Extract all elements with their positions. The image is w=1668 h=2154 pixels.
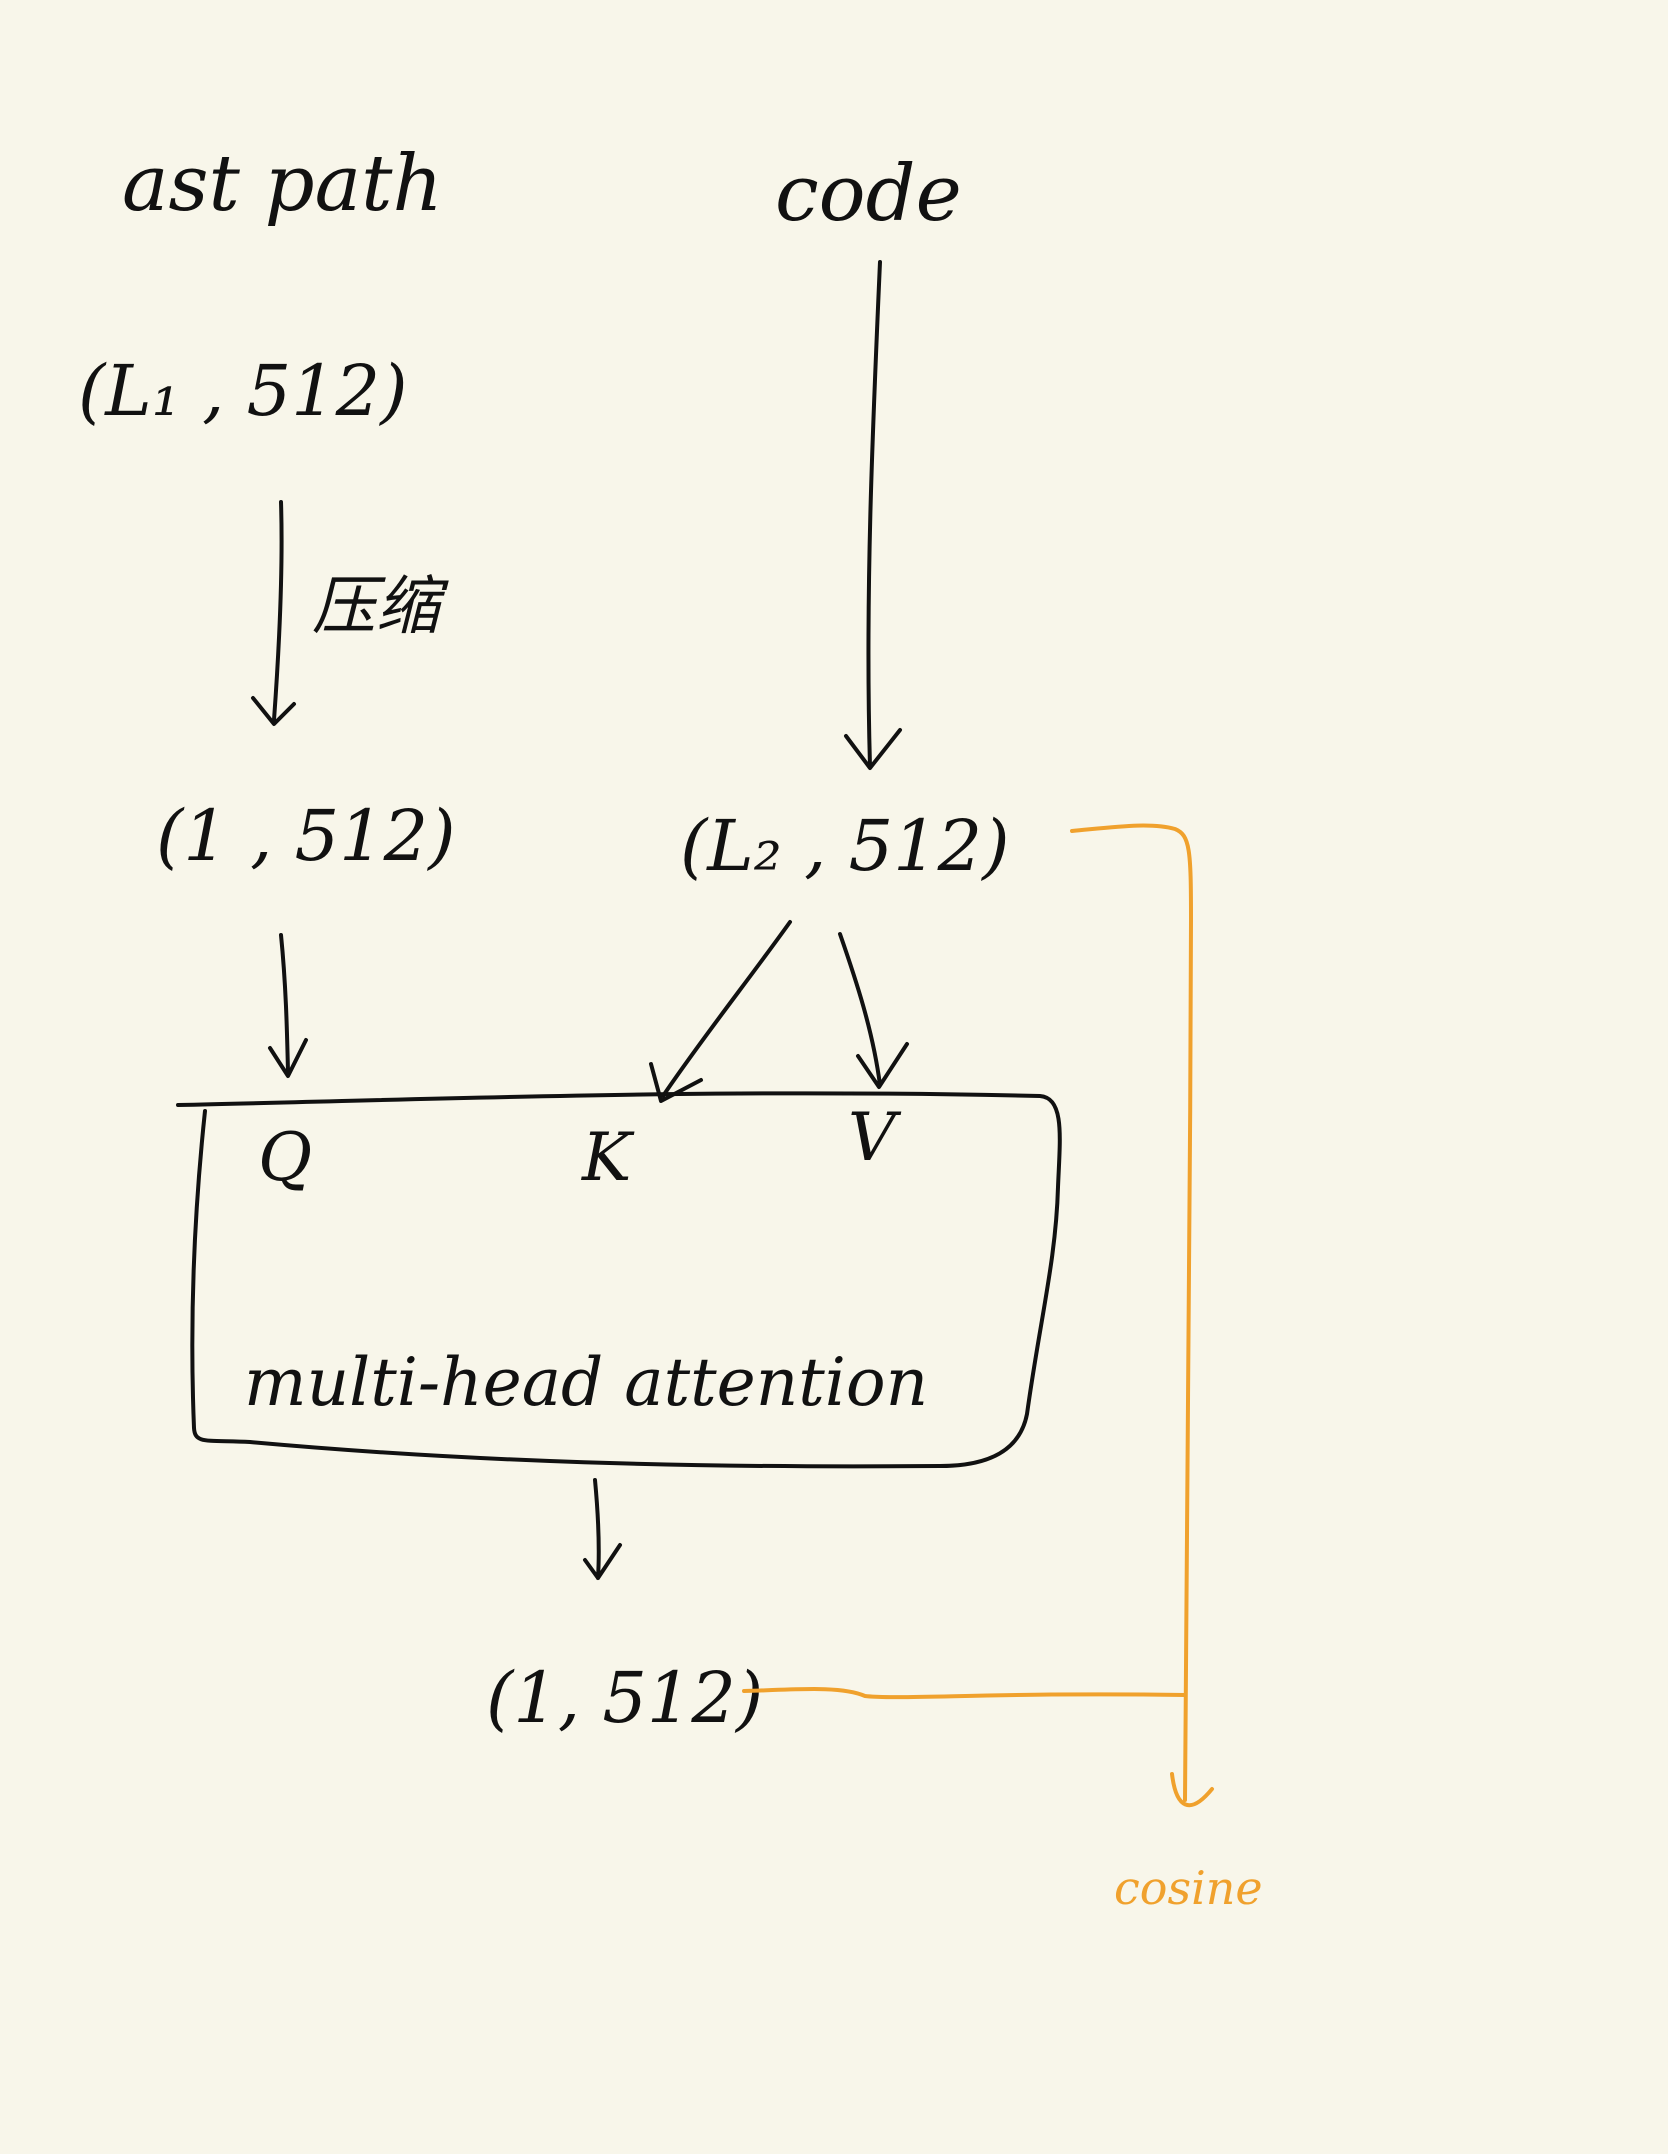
ast-shape-label: (L₁ , 512) <box>78 350 408 432</box>
output-arrow <box>583 1478 622 1580</box>
compressed-shape-label: (1 , 512) <box>156 795 456 877</box>
code-label: code <box>775 149 962 239</box>
compress-label: 压缩 <box>312 570 449 644</box>
k-label: K <box>581 1119 635 1196</box>
v-label: V <box>848 1099 902 1176</box>
cosine-top-connector <box>1070 823 1193 1802</box>
code-shape-label: (L₂ , 512) <box>680 805 1010 887</box>
output-shape-label: (1, 512) <box>486 1657 763 1739</box>
code-arrow <box>844 260 902 770</box>
cosine-arrowhead <box>1170 1772 1214 1808</box>
compress-arrow <box>251 500 296 726</box>
ast-path-label: ast path <box>122 139 443 229</box>
cosine-label: cosine <box>1114 1861 1263 1915</box>
q-label: Q <box>258 1119 312 1196</box>
attention-box-label: multi-head attention <box>244 1344 928 1421</box>
multi-head-attention-box <box>176 1091 1062 1469</box>
cosine-bottom-connector <box>742 1687 1187 1700</box>
q-input-arrow <box>268 933 308 1078</box>
k-input-arrow <box>649 920 792 1103</box>
v-input-arrow <box>838 932 909 1089</box>
